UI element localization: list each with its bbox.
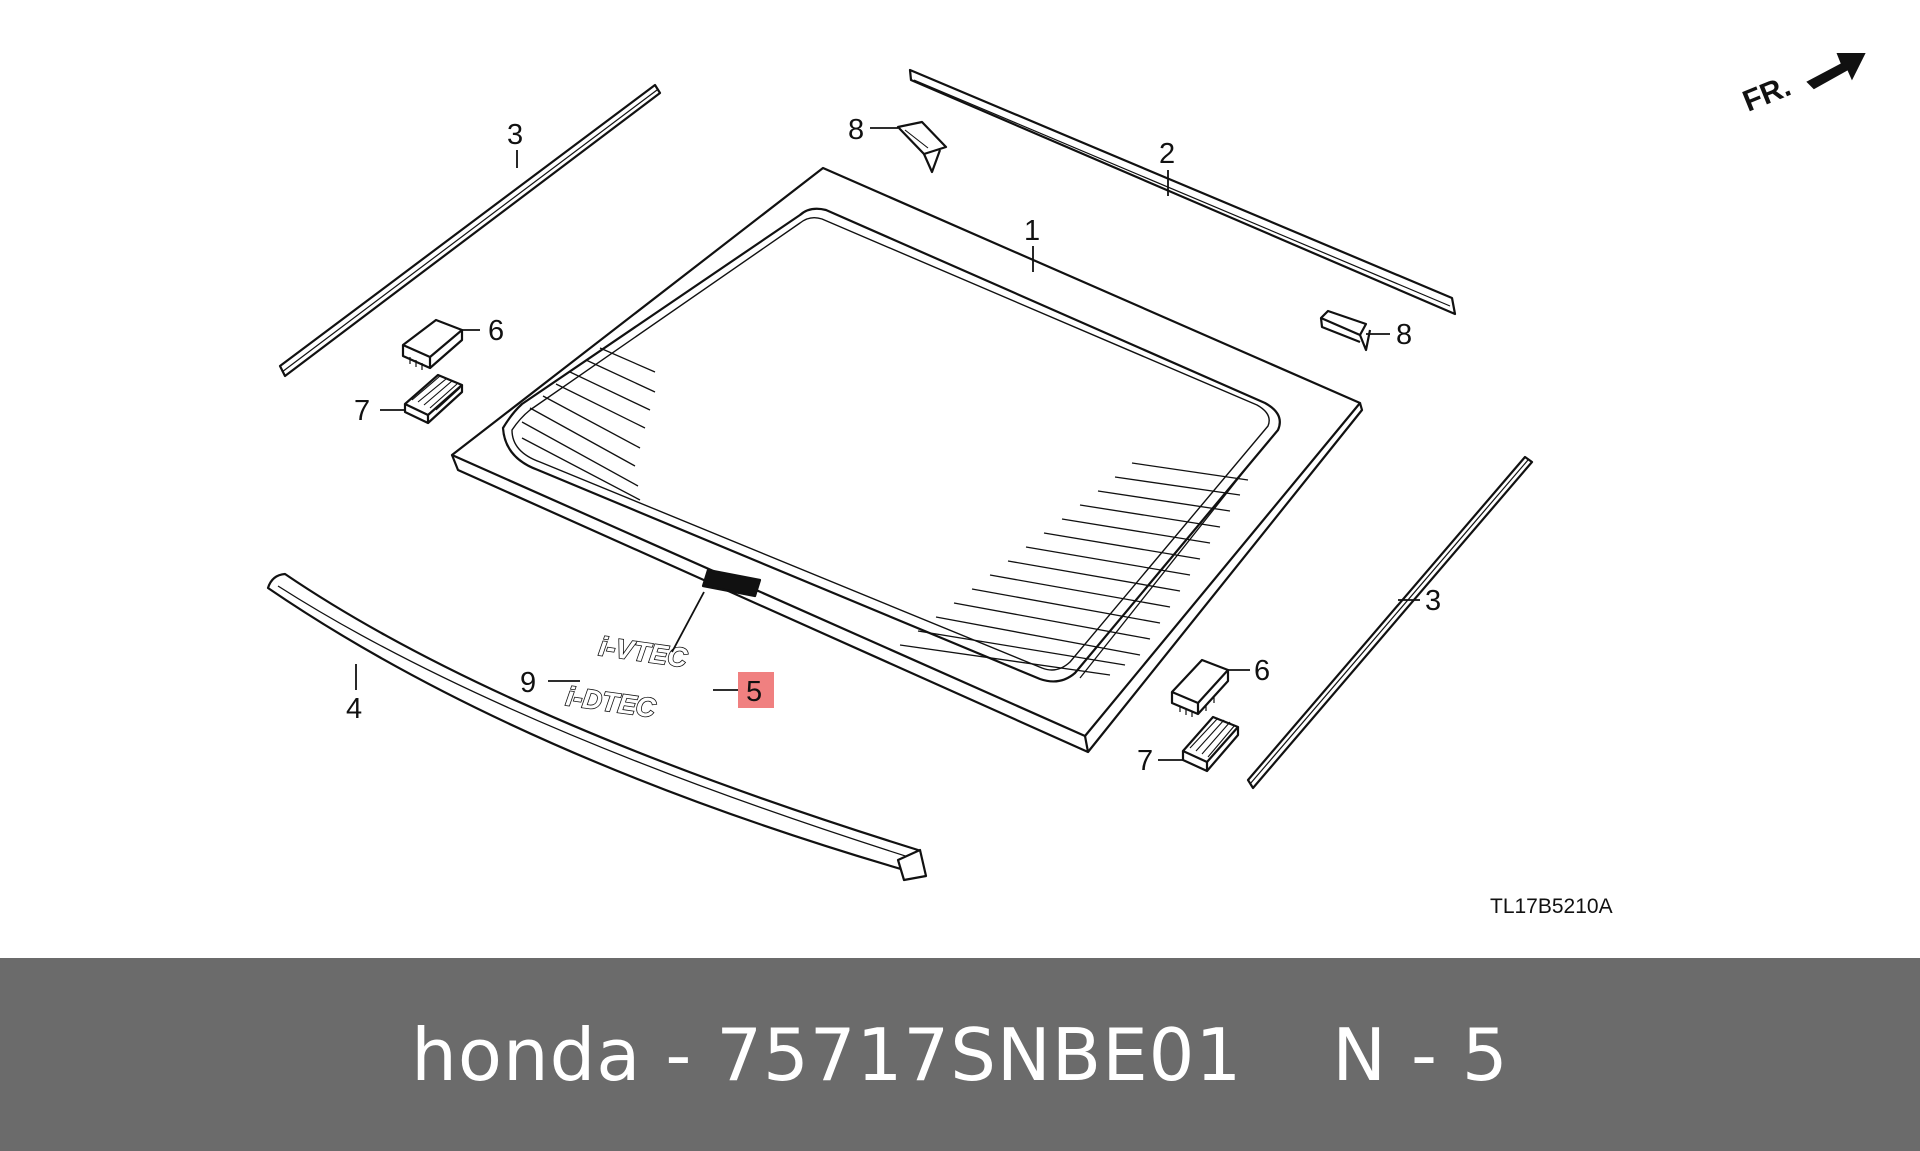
leader-lines bbox=[355, 127, 1420, 761]
rear-windshield-exploded-view: i-VTEC i-DTEC 1 2 3 3 4 5 6 6 7 7 8 8 9 … bbox=[266, 53, 1866, 918]
callout-1: 1 bbox=[1024, 215, 1040, 247]
callout-6-right: 6 bbox=[1254, 655, 1270, 687]
part-7-fastener-left bbox=[403, 373, 464, 425]
part-8-clip-right bbox=[1319, 309, 1372, 352]
front-direction-label: FR. bbox=[1738, 70, 1795, 119]
callout-3-right: 3 bbox=[1425, 585, 1441, 617]
diagram-position: N - 5 bbox=[1332, 1012, 1509, 1097]
part-3-side-molding-left bbox=[278, 83, 662, 378]
callout-7-right: 7 bbox=[1137, 745, 1153, 777]
arrow-right-icon bbox=[1806, 53, 1866, 90]
callout-2: 2 bbox=[1159, 138, 1175, 170]
part-3-side-molding-right bbox=[1246, 455, 1534, 790]
brand-name: honda bbox=[411, 1012, 642, 1097]
emblem-idtec-glyph: i-DTEC bbox=[564, 681, 658, 723]
highlight-box bbox=[738, 672, 774, 708]
callout-8-right: 8 bbox=[1396, 319, 1412, 351]
callout-3-left: 3 bbox=[507, 119, 523, 151]
part-8-clip-left bbox=[896, 120, 948, 174]
callout-9: 9 bbox=[520, 667, 536, 699]
part-number: 75717SNBE01 bbox=[716, 1012, 1243, 1097]
emblem-ivtec-glyph: i-VTEC bbox=[597, 631, 689, 673]
part-caption: honda - 75717SNBE01 N - 5 bbox=[411, 1013, 1508, 1097]
part-1-rear-windshield bbox=[450, 166, 1364, 754]
defroster-lines-right bbox=[899, 462, 1249, 679]
caption-separator: - bbox=[665, 1012, 693, 1097]
emblem-mount-pad bbox=[701, 568, 762, 598]
parts-diagram: i-VTEC i-DTEC 1 2 3 3 4 5 6 6 7 7 8 8 9 … bbox=[266, 53, 1866, 918]
callout-7-left: 7 bbox=[354, 395, 370, 427]
part-6-spacer-right bbox=[1170, 658, 1230, 717]
part-6-spacer-left bbox=[401, 318, 464, 370]
callout-4: 4 bbox=[346, 693, 362, 725]
part-4-lower-molding bbox=[266, 572, 928, 882]
front-direction-indicator: FR. bbox=[1738, 53, 1866, 119]
callout-5: 5 bbox=[746, 676, 762, 708]
part-2-upper-molding bbox=[908, 68, 1457, 316]
diagram-reference-code: TL17B5210A bbox=[1490, 895, 1613, 918]
defroster-lines-left bbox=[521, 347, 656, 501]
callout-8-left: 8 bbox=[848, 114, 864, 146]
callout-6-left: 6 bbox=[488, 315, 504, 347]
part-7-fastener-right bbox=[1181, 715, 1240, 773]
part-caption-bar: honda - 75717SNBE01 N - 5 bbox=[0, 958, 1920, 1151]
